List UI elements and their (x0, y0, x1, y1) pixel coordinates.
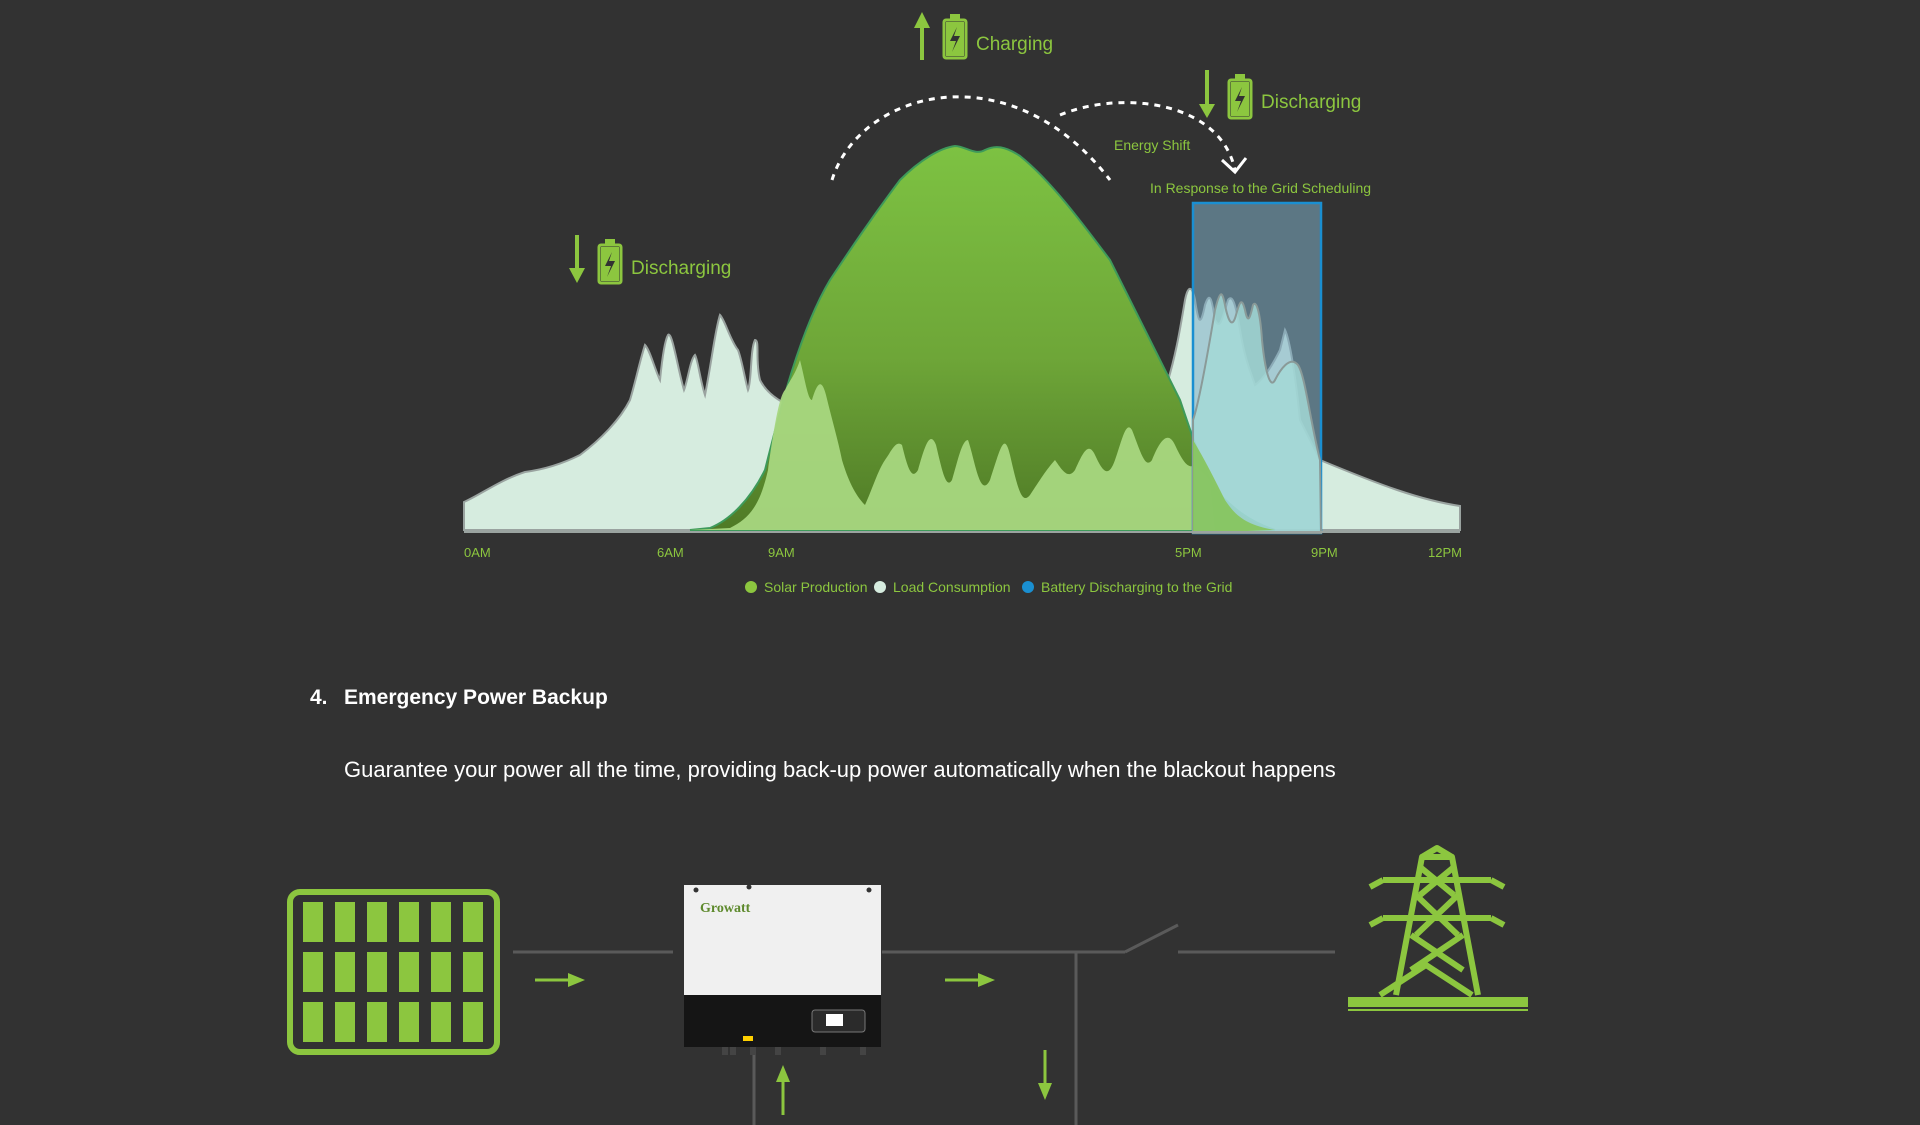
bolt-icon (950, 27, 960, 52)
charging-label: Charging (976, 34, 1053, 55)
wiring-lines (513, 923, 1335, 1125)
tick-label: 12PM (1428, 545, 1462, 560)
inverter-brand-label: Growatt (700, 901, 751, 916)
legend-dot-battery (1022, 581, 1034, 593)
solar-panel-icon (287, 889, 500, 1055)
legend-dot-solar (745, 581, 757, 593)
bolt-icon (1235, 87, 1245, 112)
tick-label: 6AM (657, 545, 684, 560)
tick-label: 9AM (768, 545, 795, 560)
section-number: 4. (310, 686, 328, 709)
discharging-evening-annotation: Discharging (1199, 70, 1361, 120)
right-arrow-icon (568, 973, 585, 987)
bolt-icon (605, 252, 615, 277)
up-arrow-icon (776, 1065, 790, 1082)
solar-tail-area (1193, 440, 1275, 533)
right-arrow-icon (978, 973, 995, 987)
discharging-evening-label: Discharging (1261, 92, 1361, 113)
charging-arc (830, 95, 1112, 181)
energy-shift-arc (1059, 101, 1237, 171)
tick-label: 5PM (1175, 545, 1202, 560)
discharging-morning-label: Discharging (631, 258, 731, 279)
transmission-tower-icon (1348, 845, 1528, 1011)
inverter-icon: Growatt (684, 884, 881, 1055)
legend-label-battery: Battery Discharging to the Grid (1041, 579, 1232, 595)
energy-shift-label: Energy Shift (1114, 137, 1190, 153)
energy-shift-arrowhead-icon (1220, 157, 1248, 175)
discharging-morning-annotation: Discharging (569, 235, 731, 285)
section-description: Guarantee your power all the time, provi… (344, 757, 1336, 782)
tick-label: 0AM (464, 545, 491, 560)
section-heading: 4. Emergency Power Backup (310, 686, 608, 710)
backup-power-diagram: Growatt (287, 845, 1528, 1125)
solar-self-consumption-area (690, 360, 1215, 530)
legend-label-solar: Solar Production (764, 579, 868, 595)
legend-dot-load (874, 581, 886, 593)
chart-legend: Solar Production Load Consumption Batter… (745, 579, 1232, 595)
section-title: Emergency Power Backup (344, 686, 608, 709)
power-flow-arrows (535, 973, 1052, 1115)
down-arrow-icon (569, 268, 585, 283)
down-arrow-icon (1199, 104, 1215, 118)
up-arrow-icon (914, 12, 930, 28)
down-arrow-icon (1038, 1083, 1052, 1100)
legend-label-load: Load Consumption (893, 579, 1011, 595)
evening-load-peaks (1192, 293, 1323, 534)
energy-shift-diagram: 0AM 6AM 9AM 5PM 9PM 12PM Solar Productio… (463, 12, 1462, 595)
charging-annotation: Charging (914, 12, 1053, 60)
tick-label: 9PM (1311, 545, 1338, 560)
grid-scheduling-label: In Response to the Grid Scheduling (1150, 180, 1371, 196)
